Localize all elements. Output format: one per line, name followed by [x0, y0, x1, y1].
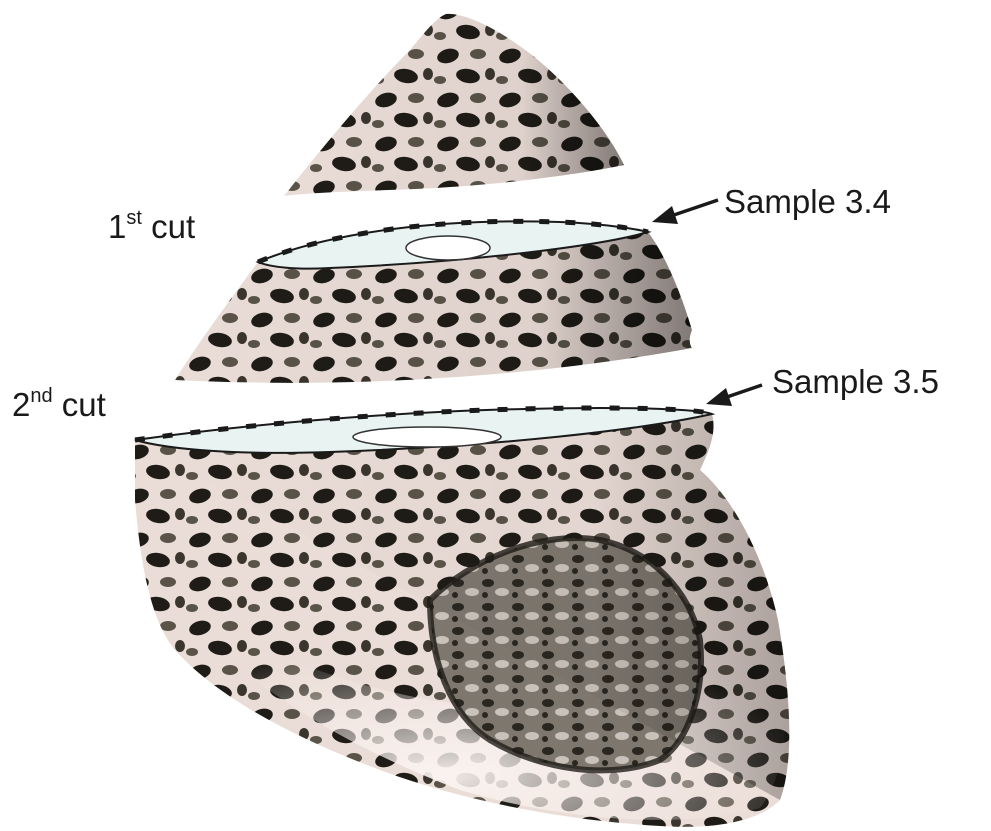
- sample-3-5-label: Sample 3.5: [772, 363, 939, 400]
- shell-middle-section-icon: [175, 221, 692, 382]
- sample-3-4-label: Sample 3.4: [724, 183, 891, 220]
- arrow-sample-3-4: [652, 200, 718, 224]
- second-cut-label: 2nd cut: [12, 385, 106, 423]
- arrow-sample-3-5: [706, 385, 762, 406]
- shell-body-whorl-icon: [135, 408, 789, 827]
- first-cut-label: 1st cut: [108, 207, 195, 245]
- shell-apex-icon: [284, 14, 624, 196]
